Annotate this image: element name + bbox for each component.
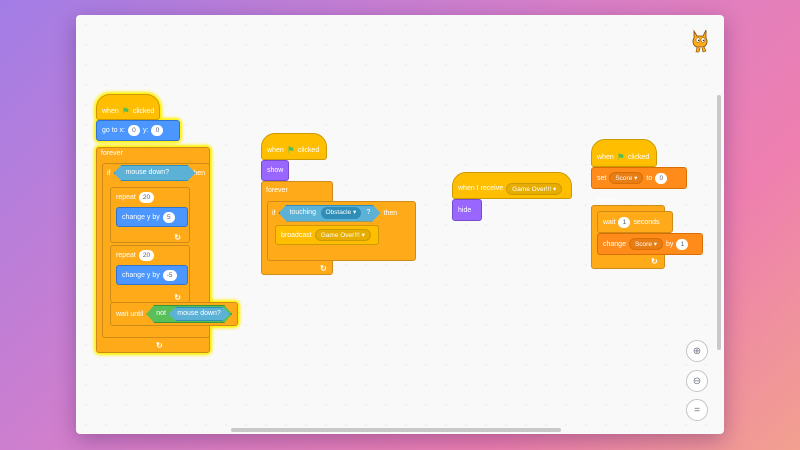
receive-message-dropdown[interactable]: Game Over!!! ▾ [506, 182, 563, 195]
then-label: then [191, 169, 205, 177]
change-y-block-2[interactable]: change y by -5 [116, 265, 188, 285]
vertical-scrollbar[interactable] [717, 95, 721, 350]
forever-label: forever [101, 149, 123, 157]
broadcast-message-value: Game Over!!! [320, 232, 360, 239]
forever-label: forever [596, 196, 618, 204]
change-variable-block[interactable]: change Score ▾ by 1 [597, 233, 703, 255]
loop-arrow-icon: ↻ [174, 293, 181, 302]
touching-boolean[interactable]: touching Obstacle ▾ ? [279, 205, 381, 222]
question-mark: ? [366, 208, 371, 216]
script-area[interactable]: when ⚑ clicked go to x: 0 y: 0 forever i… [76, 15, 724, 434]
forever-label-row: forever [261, 183, 321, 197]
forever-label-row: forever [591, 193, 651, 207]
change-value-input[interactable]: 1 [676, 238, 689, 250]
change-variable-dropdown[interactable]: Score ▾ [628, 238, 664, 250]
show-block[interactable]: show [261, 160, 289, 181]
if-header: if touching Obstacle ▾ ? then [267, 203, 416, 223]
when-flag-clicked-hat[interactable]: when ⚑ clicked [261, 133, 327, 160]
repeat-count-input[interactable]: 20 [138, 249, 155, 261]
x-input[interactable]: 0 [127, 125, 140, 136]
hide-block[interactable]: hide [452, 199, 482, 221]
wait-label: wait [603, 218, 616, 226]
zoom-out-icon: ⊖ [692, 375, 702, 387]
mouse-down-boolean[interactable]: mouse down? [168, 307, 230, 321]
receive-message-value: Game Over!!! [512, 185, 552, 193]
when-flag-clicked-hat[interactable]: when ⚑ clicked [96, 94, 160, 120]
wait-seconds-block[interactable]: wait 1 seconds [597, 211, 673, 233]
when-label: when [597, 153, 614, 161]
when-i-receive-hat[interactable]: when I receive Game Over!!! ▾ [452, 172, 572, 199]
y-input[interactable]: 0 [151, 125, 164, 136]
change-label: change [603, 240, 626, 248]
loop-arrow-icon: ↻ [651, 257, 658, 266]
change-y-label: change y by [122, 213, 160, 221]
loop-arrow-icon: ↻ [174, 233, 181, 242]
if-label: if [107, 169, 111, 177]
broadcast-block[interactable]: broadcast Game Over!!! ▾ [275, 225, 379, 245]
zoom-in-button[interactable]: ⊕ [686, 340, 708, 362]
go-to-xy-block[interactable]: go to x: 0 y: 0 [96, 120, 180, 141]
forever-label-row: forever [96, 146, 166, 160]
show-label: show [267, 167, 284, 174]
seconds-label: seconds [633, 218, 660, 226]
loop-arrow-icon: ↻ [320, 264, 327, 273]
mouse-down-label: mouse down? [177, 310, 221, 317]
when-i-receive-label: when I receive [458, 185, 504, 192]
clicked-label: clicked [297, 147, 320, 154]
change-y-input[interactable]: -5 [162, 269, 177, 281]
repeat-label: repeat [116, 251, 136, 259]
broadcast-label: broadcast [281, 231, 312, 239]
set-variable-block[interactable]: set Score ▾ to 0 [591, 167, 687, 189]
touching-target-value: Obstacle [325, 208, 352, 216]
set-label: set [597, 174, 607, 182]
if-label: if [272, 209, 276, 217]
to-label: to [646, 174, 653, 182]
change-variable-value: Score [634, 241, 652, 248]
set-value-input[interactable]: 0 [655, 172, 668, 184]
clicked-label: clicked [627, 153, 650, 161]
broadcast-message-dropdown[interactable]: Game Over!!! ▾ [314, 229, 371, 241]
loop-arrow-icon: ↻ [156, 341, 163, 350]
repeat-label: repeat [116, 193, 136, 201]
green-flag-icon: ⚑ [616, 151, 625, 162]
not-label: not [156, 310, 166, 317]
by-label: by [666, 240, 674, 248]
horizontal-scrollbar[interactable] [231, 428, 561, 432]
when-flag-clicked-hat[interactable]: when ⚑ clicked [591, 139, 657, 167]
wait-until-block[interactable]: wait until not mouse down? [110, 302, 238, 326]
green-flag-icon: ⚑ [121, 105, 130, 116]
then-label: then [383, 209, 398, 217]
when-label: when [267, 147, 284, 154]
mouse-down-label: mouse down? [125, 169, 170, 176]
set-variable-dropdown[interactable]: Score ▾ [609, 172, 644, 184]
touching-target-dropdown[interactable]: Obstacle ▾ [320, 206, 362, 219]
wait-until-label: wait until [116, 310, 144, 318]
zoom-reset-icon: = [694, 404, 700, 416]
green-flag-icon: ⚑ [286, 145, 295, 155]
zoom-reset-button[interactable]: = [686, 399, 708, 421]
zoom-in-icon: ⊕ [692, 345, 702, 357]
go-to-label: go to x: [102, 127, 125, 134]
repeat-count-input[interactable]: 20 [138, 191, 155, 203]
touching-label: touching [289, 208, 316, 216]
scratch-cat-icon [692, 29, 708, 53]
zoom-out-button[interactable]: ⊖ [686, 370, 708, 392]
set-variable-value: Score [615, 175, 633, 182]
y-label: y: [142, 127, 149, 134]
hide-label: hide [458, 206, 472, 214]
change-y-block-1[interactable]: change y by 5 [116, 207, 188, 227]
clicked-label: clicked [132, 107, 155, 115]
when-label: when [102, 107, 119, 115]
wait-seconds-input[interactable]: 1 [618, 216, 631, 228]
change-y-label: change y by [122, 271, 160, 279]
mouse-down-boolean[interactable]: mouse down? [114, 165, 189, 181]
forever-label: forever [266, 186, 288, 194]
if-header: if mouse down? then [102, 163, 210, 183]
not-boolean[interactable]: not mouse down? [146, 305, 232, 323]
change-y-input[interactable]: 5 [162, 211, 175, 223]
